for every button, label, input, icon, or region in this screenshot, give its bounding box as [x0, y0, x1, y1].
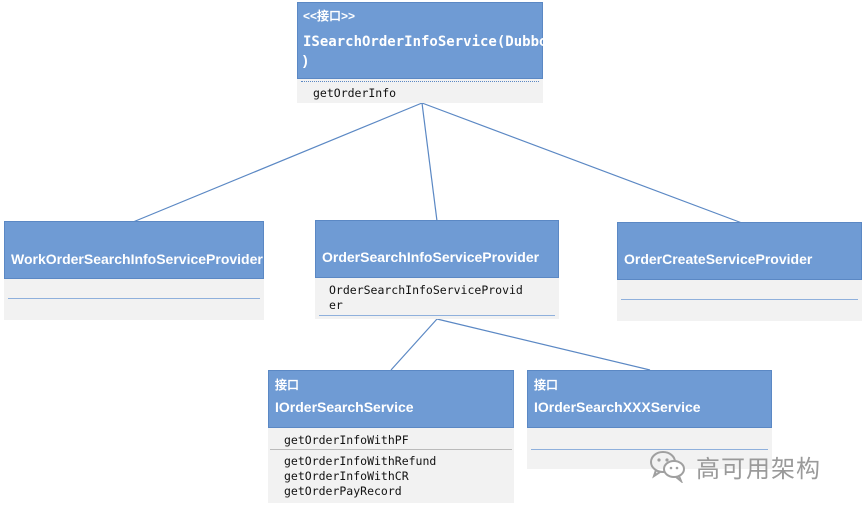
- interface-iordersearch-stereotype: 接口: [275, 378, 300, 392]
- interface-main-box: <<接口>> ISearchOrderInfoService(Dubbo ) g…: [297, 2, 547, 103]
- connector-main-to-ordersearch: [421, 102, 438, 222]
- connector-main-to-workorder: [132, 102, 423, 223]
- method-item: getOrderInfoWithPF: [284, 433, 409, 447]
- interface-iordersearch-header: 接口 IOrderSearchService: [268, 370, 514, 428]
- provider-workorder-name: WorkOrderSearchInfoServiceProvider: [11, 251, 263, 267]
- provider-workorder-header: WorkOrderSearchInfoServiceProvider: [4, 221, 264, 279]
- interface-main-stereotype: <<接口>>: [303, 9, 356, 23]
- interface-main-name-line1: ISearchOrderInfoService(Dubbo: [303, 34, 548, 50]
- interface-iordersearchxxx-name: IOrderSearchXXXService: [534, 399, 701, 415]
- provider-ordercreate-body: [617, 280, 862, 321]
- wechat-icon: [650, 451, 685, 483]
- method-item: getOrderInfo: [313, 86, 397, 100]
- connector-main-to-ordercreate: [421, 102, 743, 224]
- method-item: getOrderInfoWithCR: [284, 469, 409, 483]
- interface-main-body: getOrderInfo: [297, 79, 543, 103]
- provider-workorder-body: [4, 279, 264, 320]
- provider-ordercreate-name: OrderCreateServiceProvider: [624, 251, 813, 267]
- provider-ordersearch-name: OrderSearchInfoServiceProvider: [322, 249, 540, 265]
- interface-iordersearchxxx-header: 接口 IOrderSearchXXXService: [527, 370, 772, 428]
- watermark: 高可用架构: [648, 448, 821, 484]
- provider-ordersearch-box: OrderSearchInfoServiceProvider OrderSear…: [315, 220, 559, 319]
- provider-ordercreate-header: OrderCreateServiceProvider: [617, 222, 862, 280]
- method-item: getOrderPayRecord: [284, 484, 402, 498]
- connector-ordersearch-to-xxx: [436, 318, 651, 371]
- interface-iordersearchxxx-stereotype: 接口: [534, 378, 559, 392]
- method-item: getOrderInfoWithRefund: [284, 454, 437, 468]
- provider-workorder-box: WorkOrderSearchInfoServiceProvider: [4, 221, 264, 320]
- provider-ordersearch-header: OrderSearchInfoServiceProvider: [315, 220, 559, 278]
- interface-iordersearch-name: IOrderSearchService: [275, 399, 414, 415]
- interface-iordersearchxxx-box: 接口 IOrderSearchXXXService: [527, 370, 772, 469]
- watermark-text: 高可用架构: [696, 454, 821, 483]
- method-item: OrderSearchInfoServiceProvid: [329, 283, 523, 297]
- connector-ordersearch-to-iordersearch: [390, 318, 438, 371]
- interface-main-header: <<接口>> ISearchOrderInfoService(Dubbo ): [297, 2, 547, 79]
- provider-ordersearch-body: OrderSearchInfoServiceProvid er: [315, 278, 559, 319]
- interface-iordersearch-box: 接口 IOrderSearchService getOrderInfoWithP…: [268, 370, 514, 503]
- interface-main-name-line2: ): [303, 52, 308, 68]
- interface-iordersearch-body: getOrderInfoWithPF getOrderInfoWithRefun…: [268, 428, 514, 503]
- interface-iordersearchxxx-body: [527, 428, 772, 469]
- method-item: er: [329, 298, 343, 312]
- provider-ordercreate-box: OrderCreateServiceProvider: [617, 222, 862, 321]
